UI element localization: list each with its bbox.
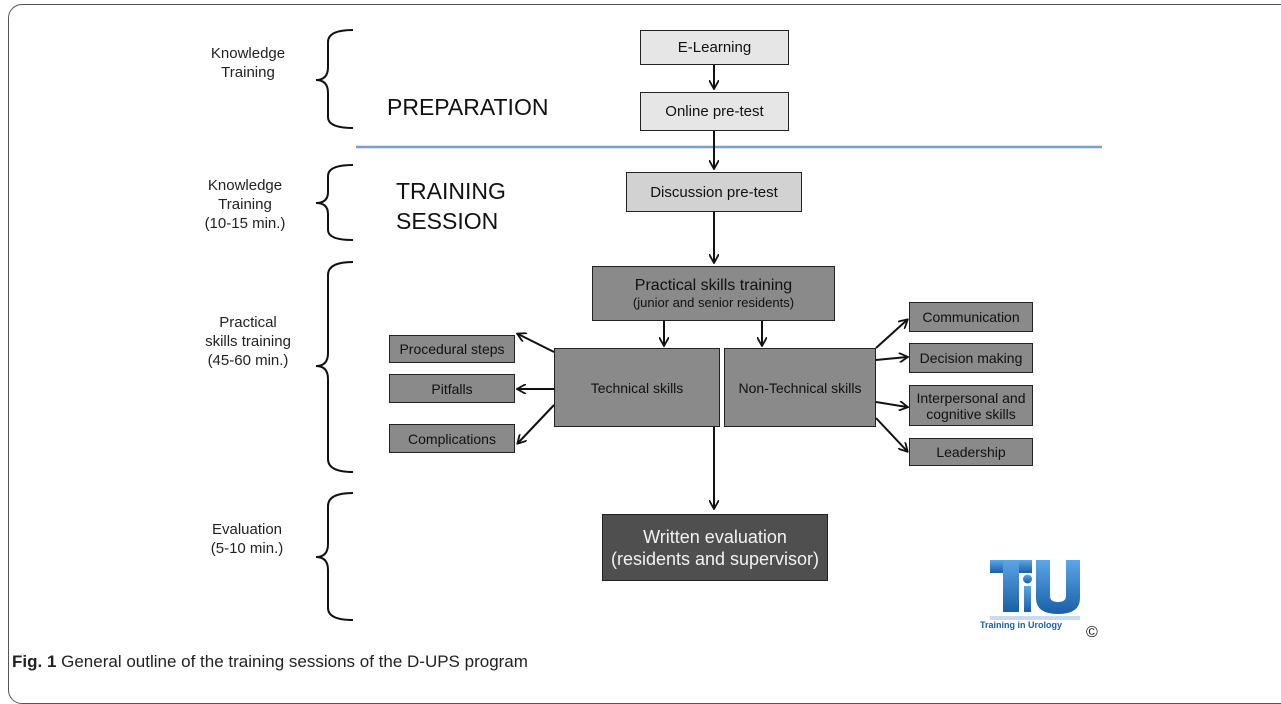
label-knowledge-training: Knowledge Training xyxy=(210,45,286,81)
box-interpersonal-cognitive: Interpersonal and cognitive skills xyxy=(909,385,1033,426)
connectors xyxy=(315,29,1102,621)
arrow-complications xyxy=(518,404,555,443)
phase-preparation: PREPARATION xyxy=(387,94,549,120)
phase-training-session: TRAINING SESSION xyxy=(396,178,506,234)
box-technical-skills: Technical skills xyxy=(554,348,720,427)
label-practical-skills: Practical skills training (45-60 min.) xyxy=(205,314,291,369)
box-discussion-pretest: Discussion pre-test xyxy=(626,172,802,212)
figure-caption: Fig. 1 General outline of the training s… xyxy=(12,652,528,672)
arrow-interpersonal xyxy=(875,402,907,407)
logo-text: Training in Urology xyxy=(980,620,1063,630)
bracket-practical xyxy=(315,261,354,473)
label-evaluation: Evaluation (5-10 min.) xyxy=(210,521,284,557)
box-e-learning: E-Learning xyxy=(640,30,789,65)
arrow-decision xyxy=(875,357,907,360)
box-written-evaluation: Written evaluation (residents and superv… xyxy=(602,514,828,581)
box-pitfalls: Pitfalls xyxy=(389,374,515,403)
caption-text: General outline of the training sessions… xyxy=(56,652,528,671)
box-complications: Complications xyxy=(389,424,515,453)
box-communication: Communication xyxy=(909,302,1033,332)
copyright-icon: © xyxy=(1086,624,1098,641)
box-non-technical-skills: Non-Technical skills xyxy=(724,348,876,427)
arrow-procedural xyxy=(518,334,555,353)
bracket-evaluation xyxy=(315,492,354,621)
box-decision-making: Decision making xyxy=(909,343,1033,373)
caption-label: Fig. 1 xyxy=(12,652,57,671)
label-knowledge-training-timed: Knowledge Training (10-15 min.) xyxy=(204,177,286,232)
box-online-pretest: Online pre-test xyxy=(640,92,789,131)
tiu-logo: Training in Urology © xyxy=(978,556,1098,646)
box-leadership: Leadership xyxy=(909,438,1033,466)
box-procedural-steps: Procedural steps xyxy=(389,335,515,363)
tiu-logo-mark xyxy=(990,560,1080,620)
practical-title: Practical skills training xyxy=(634,277,793,294)
practical-subtitle: (junior and senior residents) xyxy=(632,295,795,310)
box-practical-skills-training: Practical skills training (junior and se… xyxy=(592,266,835,321)
bracket-knowledge-2 xyxy=(315,164,354,241)
arrow-communication xyxy=(875,320,907,349)
bracket-knowledge-1 xyxy=(315,29,354,129)
arrow-leadership xyxy=(875,417,907,451)
